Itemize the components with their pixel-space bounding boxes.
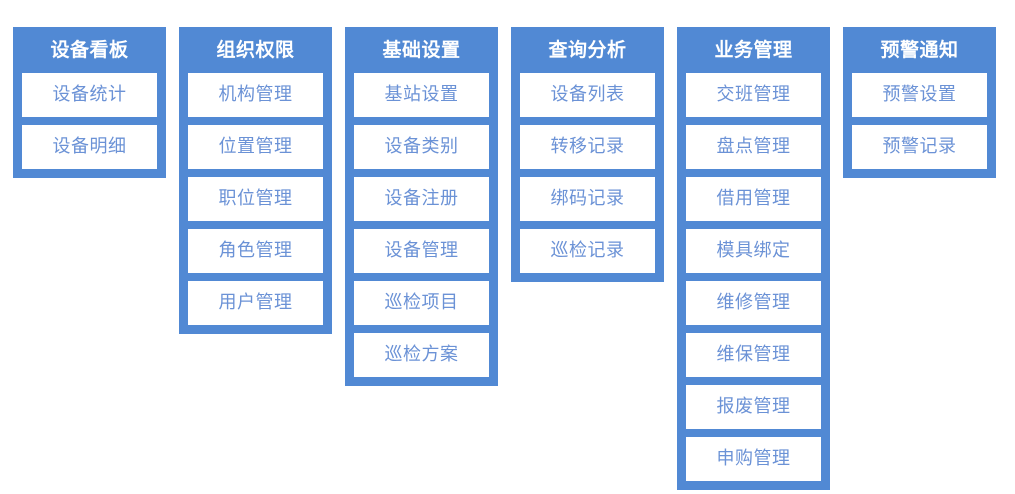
menu-item[interactable]: 位置管理 <box>188 125 323 169</box>
menu-item[interactable]: 用户管理 <box>188 281 323 325</box>
menu-column: 业务管理交班管理盘点管理借用管理模具绑定维修管理维保管理报废管理申购管理 <box>677 27 830 490</box>
menu-column-title: 基础设置 <box>382 39 461 61</box>
menu-item[interactable]: 角色管理 <box>188 229 323 273</box>
menu-item[interactable]: 维保管理 <box>686 333 821 377</box>
menu-column: 组织权限机构管理位置管理职位管理角色管理用户管理 <box>179 27 332 334</box>
menu-column: 预警通知预警设置预警记录 <box>843 27 996 178</box>
menu-column: 设备看板设备统计设备明细 <box>13 27 166 178</box>
menu-item[interactable]: 模具绑定 <box>686 229 821 273</box>
menu-item-list: 预警设置预警记录 <box>852 73 987 169</box>
menu-item[interactable]: 设备类别 <box>354 125 489 169</box>
menu-item[interactable]: 设备管理 <box>354 229 489 273</box>
menu-column-title: 业务管理 <box>714 39 793 61</box>
menu-item[interactable]: 巡检项目 <box>354 281 489 325</box>
menu-item-list: 基站设置设备类别设备注册设备管理巡检项目巡检方案 <box>354 73 489 377</box>
menu-item[interactable]: 设备注册 <box>354 177 489 221</box>
menu-column-title: 查询分析 <box>548 39 627 61</box>
menu-column: 查询分析设备列表转移记录绑码记录巡检记录 <box>511 27 664 282</box>
menu-item-list: 设备列表转移记录绑码记录巡检记录 <box>520 73 655 273</box>
menu-item[interactable]: 借用管理 <box>686 177 821 221</box>
menu-item[interactable]: 交班管理 <box>686 73 821 117</box>
menu-item[interactable]: 申购管理 <box>686 437 821 481</box>
menu-item[interactable]: 转移记录 <box>520 125 655 169</box>
menu-item[interactable]: 设备统计 <box>22 73 157 117</box>
menu-item[interactable]: 巡检方案 <box>354 333 489 377</box>
menu-item[interactable]: 巡检记录 <box>520 229 655 273</box>
menu-column: 基础设置基站设置设备类别设备注册设备管理巡检项目巡检方案 <box>345 27 498 386</box>
menu-item[interactable]: 基站设置 <box>354 73 489 117</box>
menu-item[interactable]: 报废管理 <box>686 385 821 429</box>
menu-item[interactable]: 设备列表 <box>520 73 655 117</box>
menu-item-list: 设备统计设备明细 <box>22 73 157 169</box>
menu-item[interactable]: 预警设置 <box>852 73 987 117</box>
menu-item[interactable]: 设备明细 <box>22 125 157 169</box>
menu-item-list: 交班管理盘点管理借用管理模具绑定维修管理维保管理报废管理申购管理 <box>686 73 821 481</box>
menu-column-title: 设备看板 <box>50 39 129 61</box>
menu-item[interactable]: 绑码记录 <box>520 177 655 221</box>
menu-item[interactable]: 职位管理 <box>188 177 323 221</box>
menu-column-title: 预警通知 <box>880 39 959 61</box>
menu-board: 设备看板设备统计设备明细组织权限机构管理位置管理职位管理角色管理用户管理基础设置… <box>13 27 996 490</box>
menu-item[interactable]: 机构管理 <box>188 73 323 117</box>
menu-item[interactable]: 预警记录 <box>852 125 987 169</box>
menu-column-title: 组织权限 <box>216 39 295 61</box>
menu-item[interactable]: 维修管理 <box>686 281 821 325</box>
menu-item[interactable]: 盘点管理 <box>686 125 821 169</box>
menu-item-list: 机构管理位置管理职位管理角色管理用户管理 <box>188 73 323 325</box>
